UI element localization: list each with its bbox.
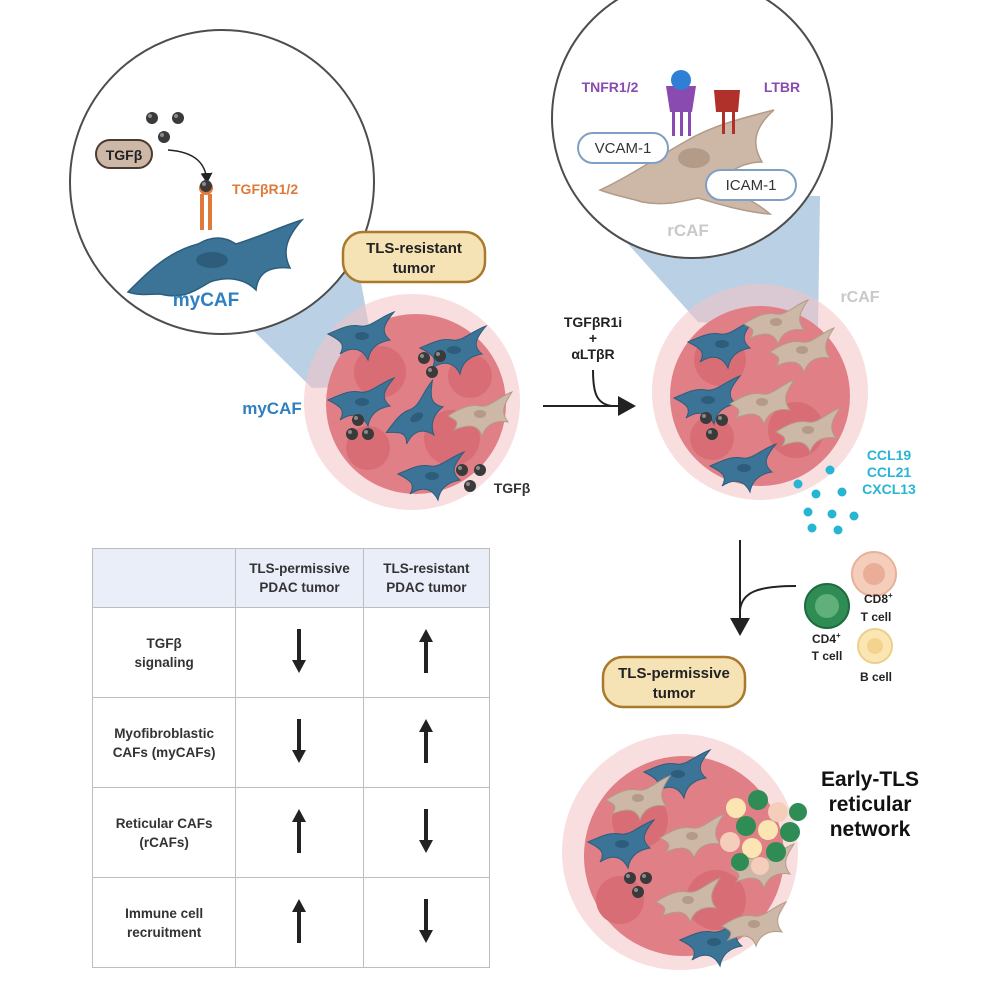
cd8-nucleus (863, 563, 885, 585)
treatment-branch (592, 369, 613, 407)
treatment-line2: + (589, 330, 597, 346)
b-cell-label: B cell (860, 670, 892, 684)
down-arrow-icon (418, 899, 434, 946)
permissive-cell (235, 607, 364, 698)
row-label-line1: Myofibroblastic (114, 725, 214, 741)
header-resistant-line1: TLS-resistant (383, 561, 470, 576)
resistant-label-line2: tumor (393, 260, 436, 277)
header-permissive-line2: PDAC tumor (259, 580, 340, 595)
chemokine-ccl19: CCL19 (867, 447, 912, 463)
permissive-label-line2: tumor (653, 685, 696, 702)
up-arrow-icon (291, 809, 307, 856)
permissive-cell (235, 697, 364, 788)
resistant-cell (362, 877, 491, 968)
row-label-line2: CAFs (myCAFs) (112, 744, 216, 760)
tls-cluster (720, 790, 807, 875)
permissive-cell (235, 787, 364, 878)
icam1-badge (705, 169, 797, 201)
treatment-line1: TGFβR1i (564, 314, 622, 330)
up-arrow-icon (291, 899, 307, 946)
resistant-cell (362, 697, 491, 788)
resistant-tumor (304, 294, 520, 510)
ltbr-receptor (714, 90, 740, 134)
network-line1: Early-TLS (821, 768, 919, 791)
down-arrow-icon (291, 719, 307, 766)
inset-tgfb-label: TGFβ (106, 147, 143, 163)
inset-mycaf-label: myCAF (173, 290, 240, 311)
row-label: Reticular CAFs (rCAFs) (91, 787, 237, 878)
row-label-line2: (rCAFs) (139, 834, 189, 850)
chemokine-ccl21: CCL21 (867, 464, 912, 480)
row-label-line2: signaling (134, 654, 194, 670)
vcam1-badge (577, 132, 669, 164)
resistant-label-line1: TLS-resistant (366, 240, 462, 257)
right-inset-circle (551, 0, 833, 259)
network-line2: reticular (829, 793, 912, 816)
row-label-line1: TGFβ (146, 635, 182, 651)
table-row: Reticular CAFs (rCAFs) (91, 787, 491, 878)
permissive-label-line1: TLS-permissive (618, 665, 730, 682)
chemokine-dots (793, 465, 859, 535)
header-resistant: TLS-resistant PDAC tumor (362, 548, 491, 608)
comparison-table: TLS-permissive PDAC tumor TLS-resistant … (91, 548, 491, 968)
header-empty (91, 548, 237, 608)
resistant-label-box (341, 230, 487, 284)
mycaf-inset-cell (126, 218, 305, 297)
tnfr-receptor (666, 70, 696, 136)
mycaf-label: myCAF (242, 399, 302, 418)
recruitment-branch (739, 585, 797, 611)
row-label: Immune cell recruitment (91, 877, 237, 968)
row-label: TGFβ signaling (91, 607, 237, 698)
inset-rcaf-label: rCAF (667, 221, 709, 240)
cd8-label-a: CD8+ (864, 591, 893, 606)
cd4-nucleus (815, 594, 839, 618)
header-permissive-line1: TLS-permissive (249, 561, 350, 576)
rcaf-inset-cell (598, 109, 775, 215)
ligand-arrow (167, 149, 213, 184)
tgfbr-label: TGFβR1/2 (232, 181, 298, 197)
up-arrow-icon (418, 719, 434, 766)
table-header-row: TLS-permissive PDAC tumor TLS-resistant … (91, 548, 491, 608)
permissive-tumor (562, 734, 807, 970)
chemokine-cxcl13: CXCL13 (862, 481, 916, 497)
permissive-label-box (601, 655, 747, 709)
resistant-cell (362, 607, 491, 698)
down-arrow-icon (418, 809, 434, 856)
cd8-label-b: T cell (861, 610, 892, 624)
table-row: Immune cell recruitment (91, 877, 491, 968)
ltbr-label: LTBR (764, 79, 800, 95)
tumor-tgfb-label: TGFβ (494, 480, 531, 496)
row-label-line1: Reticular CAFs (115, 815, 213, 831)
icam1-label: ICAM-1 (726, 177, 777, 194)
table-row: TGFβ signaling (91, 607, 491, 698)
left-inset-circle (69, 29, 375, 335)
resistant-cell (362, 787, 491, 878)
treated-tumor (652, 284, 868, 500)
treatment-line3: αLTβR (571, 346, 614, 362)
vcam1-label: VCAM-1 (595, 140, 652, 157)
header-resistant-line2: PDAC tumor (386, 580, 467, 595)
tnfr-label: TNFR1/2 (582, 79, 639, 95)
tgfb-badge (95, 139, 153, 169)
header-permissive: TLS-permissive PDAC tumor (235, 548, 364, 608)
permissive-cell (235, 877, 364, 968)
up-arrow-icon (418, 629, 434, 676)
cd4-label-b: T cell (812, 649, 843, 663)
network-line3: network (830, 818, 911, 841)
down-arrow-icon (291, 629, 307, 676)
row-label-line1: Immune cell (125, 905, 204, 921)
treated-rcaf-label: rCAF (840, 289, 879, 306)
row-label-line2: recruitment (126, 924, 202, 940)
cd4-label-a: CD4+ (812, 631, 841, 646)
tgfbr-receptor (199, 180, 213, 230)
b-cell-nucleus (867, 638, 883, 654)
